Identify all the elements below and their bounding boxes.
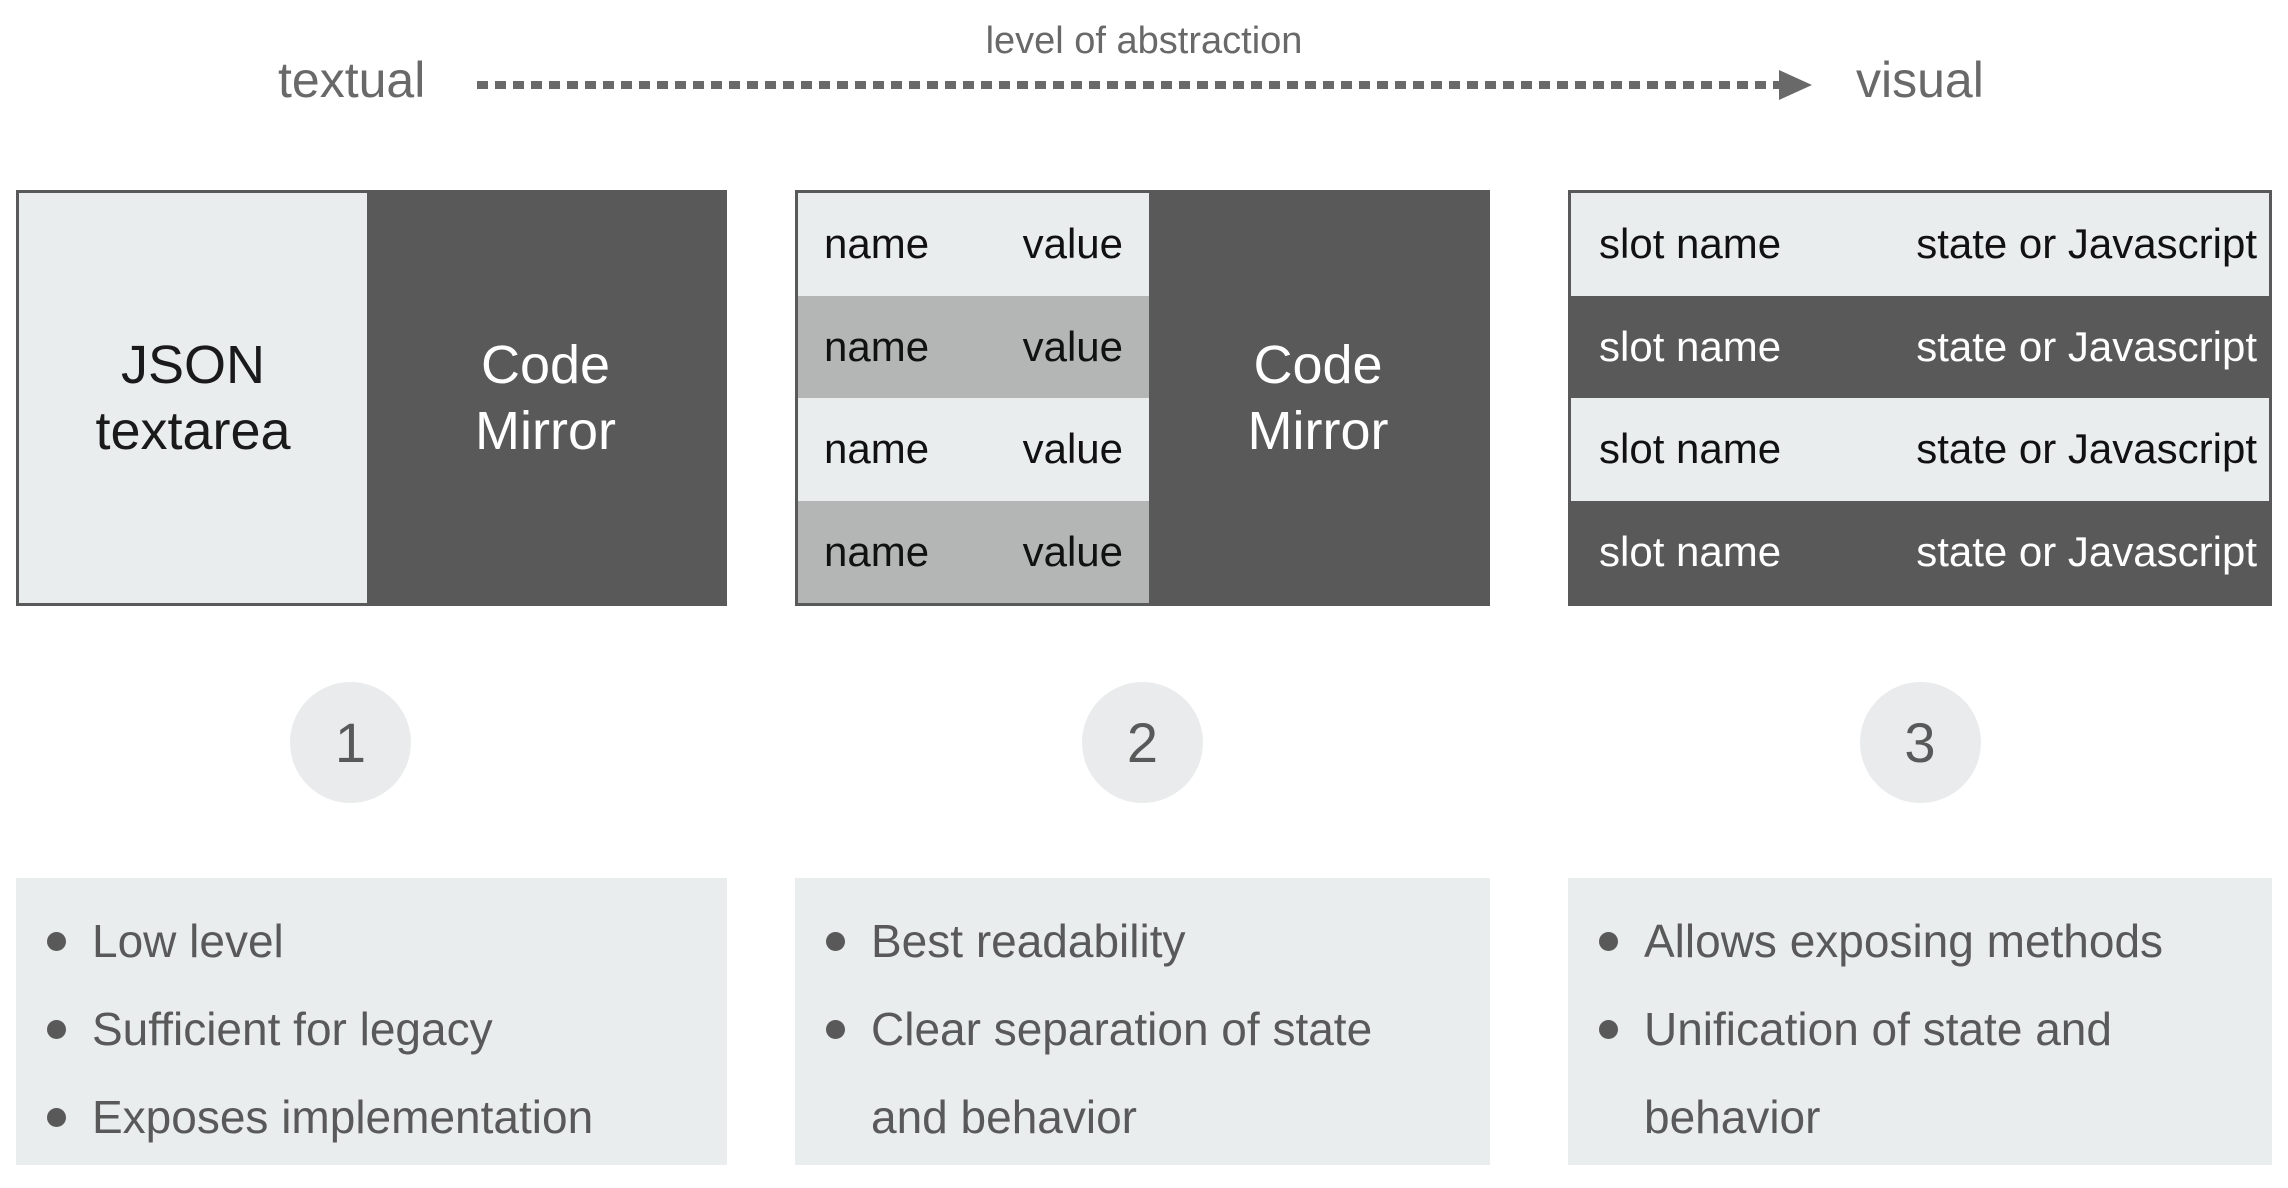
table-row: name value xyxy=(798,398,1149,501)
json-textarea-label-line1: JSON xyxy=(120,335,266,395)
step-number-1: 1 xyxy=(334,711,367,774)
panel-name-value-table: name value name value name value name va… xyxy=(795,190,1490,606)
bullet-text: Low level xyxy=(92,915,284,967)
list-item: Clear separation of state and behavior xyxy=(795,985,1474,1161)
bullet-text-continued: and behavior xyxy=(871,1091,1137,1143)
column-json-textarea: JSON textarea Code Mirror 1 Low level Su… xyxy=(16,190,727,1165)
codemirror-label-2-line1: Code xyxy=(1253,335,1383,395)
bullet-text: Best readability xyxy=(871,915,1186,967)
list-item: Sufficient for legacy xyxy=(16,985,711,1073)
axis-title: level of abstraction xyxy=(985,20,1303,62)
value-cell: value xyxy=(1022,220,1123,268)
bullet-text: Unification of state and xyxy=(1644,1003,2112,1055)
step-number-2: 2 xyxy=(1126,711,1159,774)
value-cell: value xyxy=(1022,322,1123,370)
step-badge-1: 1 xyxy=(290,682,411,803)
codemirror-block-2: Code Mirror xyxy=(1149,193,1487,603)
list-item: Allows exposing methods xyxy=(1568,897,2256,985)
column-name-value-table: name value name value name value name va… xyxy=(795,190,1490,1165)
slot-value-cell: state or Javascript xyxy=(1916,425,2257,473)
column-slot-table: slot name state or Javascript slot name … xyxy=(1568,190,2272,1165)
bullet-box-2: Best readability Clear separation of sta… xyxy=(795,878,1490,1165)
table-row: slot name state or Javascript xyxy=(1571,193,2269,296)
codemirror-label-1: Code Mirror xyxy=(475,332,616,464)
list-item: Exposes implementation xyxy=(16,1073,711,1161)
arrowhead-icon xyxy=(1779,70,1812,100)
codemirror-label-1-line1: Code xyxy=(480,335,611,395)
name-value-table: name value name value name value name va… xyxy=(798,193,1149,603)
codemirror-label-1-line2: Mirror xyxy=(475,401,616,461)
bullet-text: Clear separation of state xyxy=(871,1003,1373,1055)
name-cell: name xyxy=(824,220,930,268)
table-row: name value xyxy=(798,295,1149,398)
bullet-text: Allows exposing methods xyxy=(1644,915,2164,967)
name-cell: name xyxy=(824,425,930,473)
slot-table: slot name state or Javascript slot name … xyxy=(1571,193,2269,603)
value-cell: value xyxy=(1022,425,1123,473)
list-item: Unification of state and behavior xyxy=(1568,985,2256,1161)
name-cell: name xyxy=(824,322,930,370)
slot-name-cell: slot name xyxy=(1599,220,1782,268)
value-cell: value xyxy=(1022,527,1123,575)
step-badge-3: 3 xyxy=(1859,682,1981,803)
bullet-text: Exposes implementation xyxy=(92,1091,594,1143)
bullet-box-3: Allows exposing methods Unification of s… xyxy=(1568,878,2272,1165)
slot-name-cell: slot name xyxy=(1599,425,1782,473)
step-number-3: 3 xyxy=(1904,711,1936,774)
slot-value-cell: state or Javascript xyxy=(1916,322,2257,370)
panel-slot-table: slot name state or Javascript slot name … xyxy=(1568,190,2272,606)
list-item: Best readability xyxy=(795,897,1474,985)
axis-right-label: visual xyxy=(1856,52,1984,108)
axis-left-label: textual xyxy=(278,52,426,108)
codemirror-label-2-line2: Mirror xyxy=(1247,401,1389,461)
slot-value-cell: state or Javascript xyxy=(1916,220,2257,268)
table-row: name value xyxy=(798,500,1149,603)
name-cell: name xyxy=(824,527,930,575)
list-item: Low level xyxy=(16,897,711,985)
table-row: slot name state or Javascript xyxy=(1571,398,2269,501)
codemirror-block-1: Code Mirror xyxy=(367,193,724,603)
table-row: slot name state or Javascript xyxy=(1571,296,2269,399)
bullet-text: Sufficient for legacy xyxy=(92,1003,493,1055)
slot-name-cell: slot name xyxy=(1599,322,1782,370)
codemirror-label-2: Code Mirror xyxy=(1248,332,1389,464)
table-row: name value xyxy=(798,193,1149,296)
bullet-text-continued: behavior xyxy=(1644,1091,1821,1143)
slot-name-cell: slot name xyxy=(1599,527,1782,575)
json-textarea-label: JSON textarea xyxy=(95,332,290,464)
slot-value-cell: state or Javascript xyxy=(1916,527,2257,575)
json-textarea-label-line2: textarea xyxy=(95,401,291,461)
table-row: slot name state or Javascript xyxy=(1571,501,2269,604)
step-badge-2: 2 xyxy=(1082,682,1203,803)
panel-json-textarea: JSON textarea Code Mirror xyxy=(16,190,727,606)
dashed-line xyxy=(477,81,1779,89)
bullet-box-1: Low level Sufficient for legacy Exposes … xyxy=(16,878,727,1165)
json-textarea-block: JSON textarea xyxy=(19,193,367,603)
abstraction-axis-arrow xyxy=(477,70,1812,100)
